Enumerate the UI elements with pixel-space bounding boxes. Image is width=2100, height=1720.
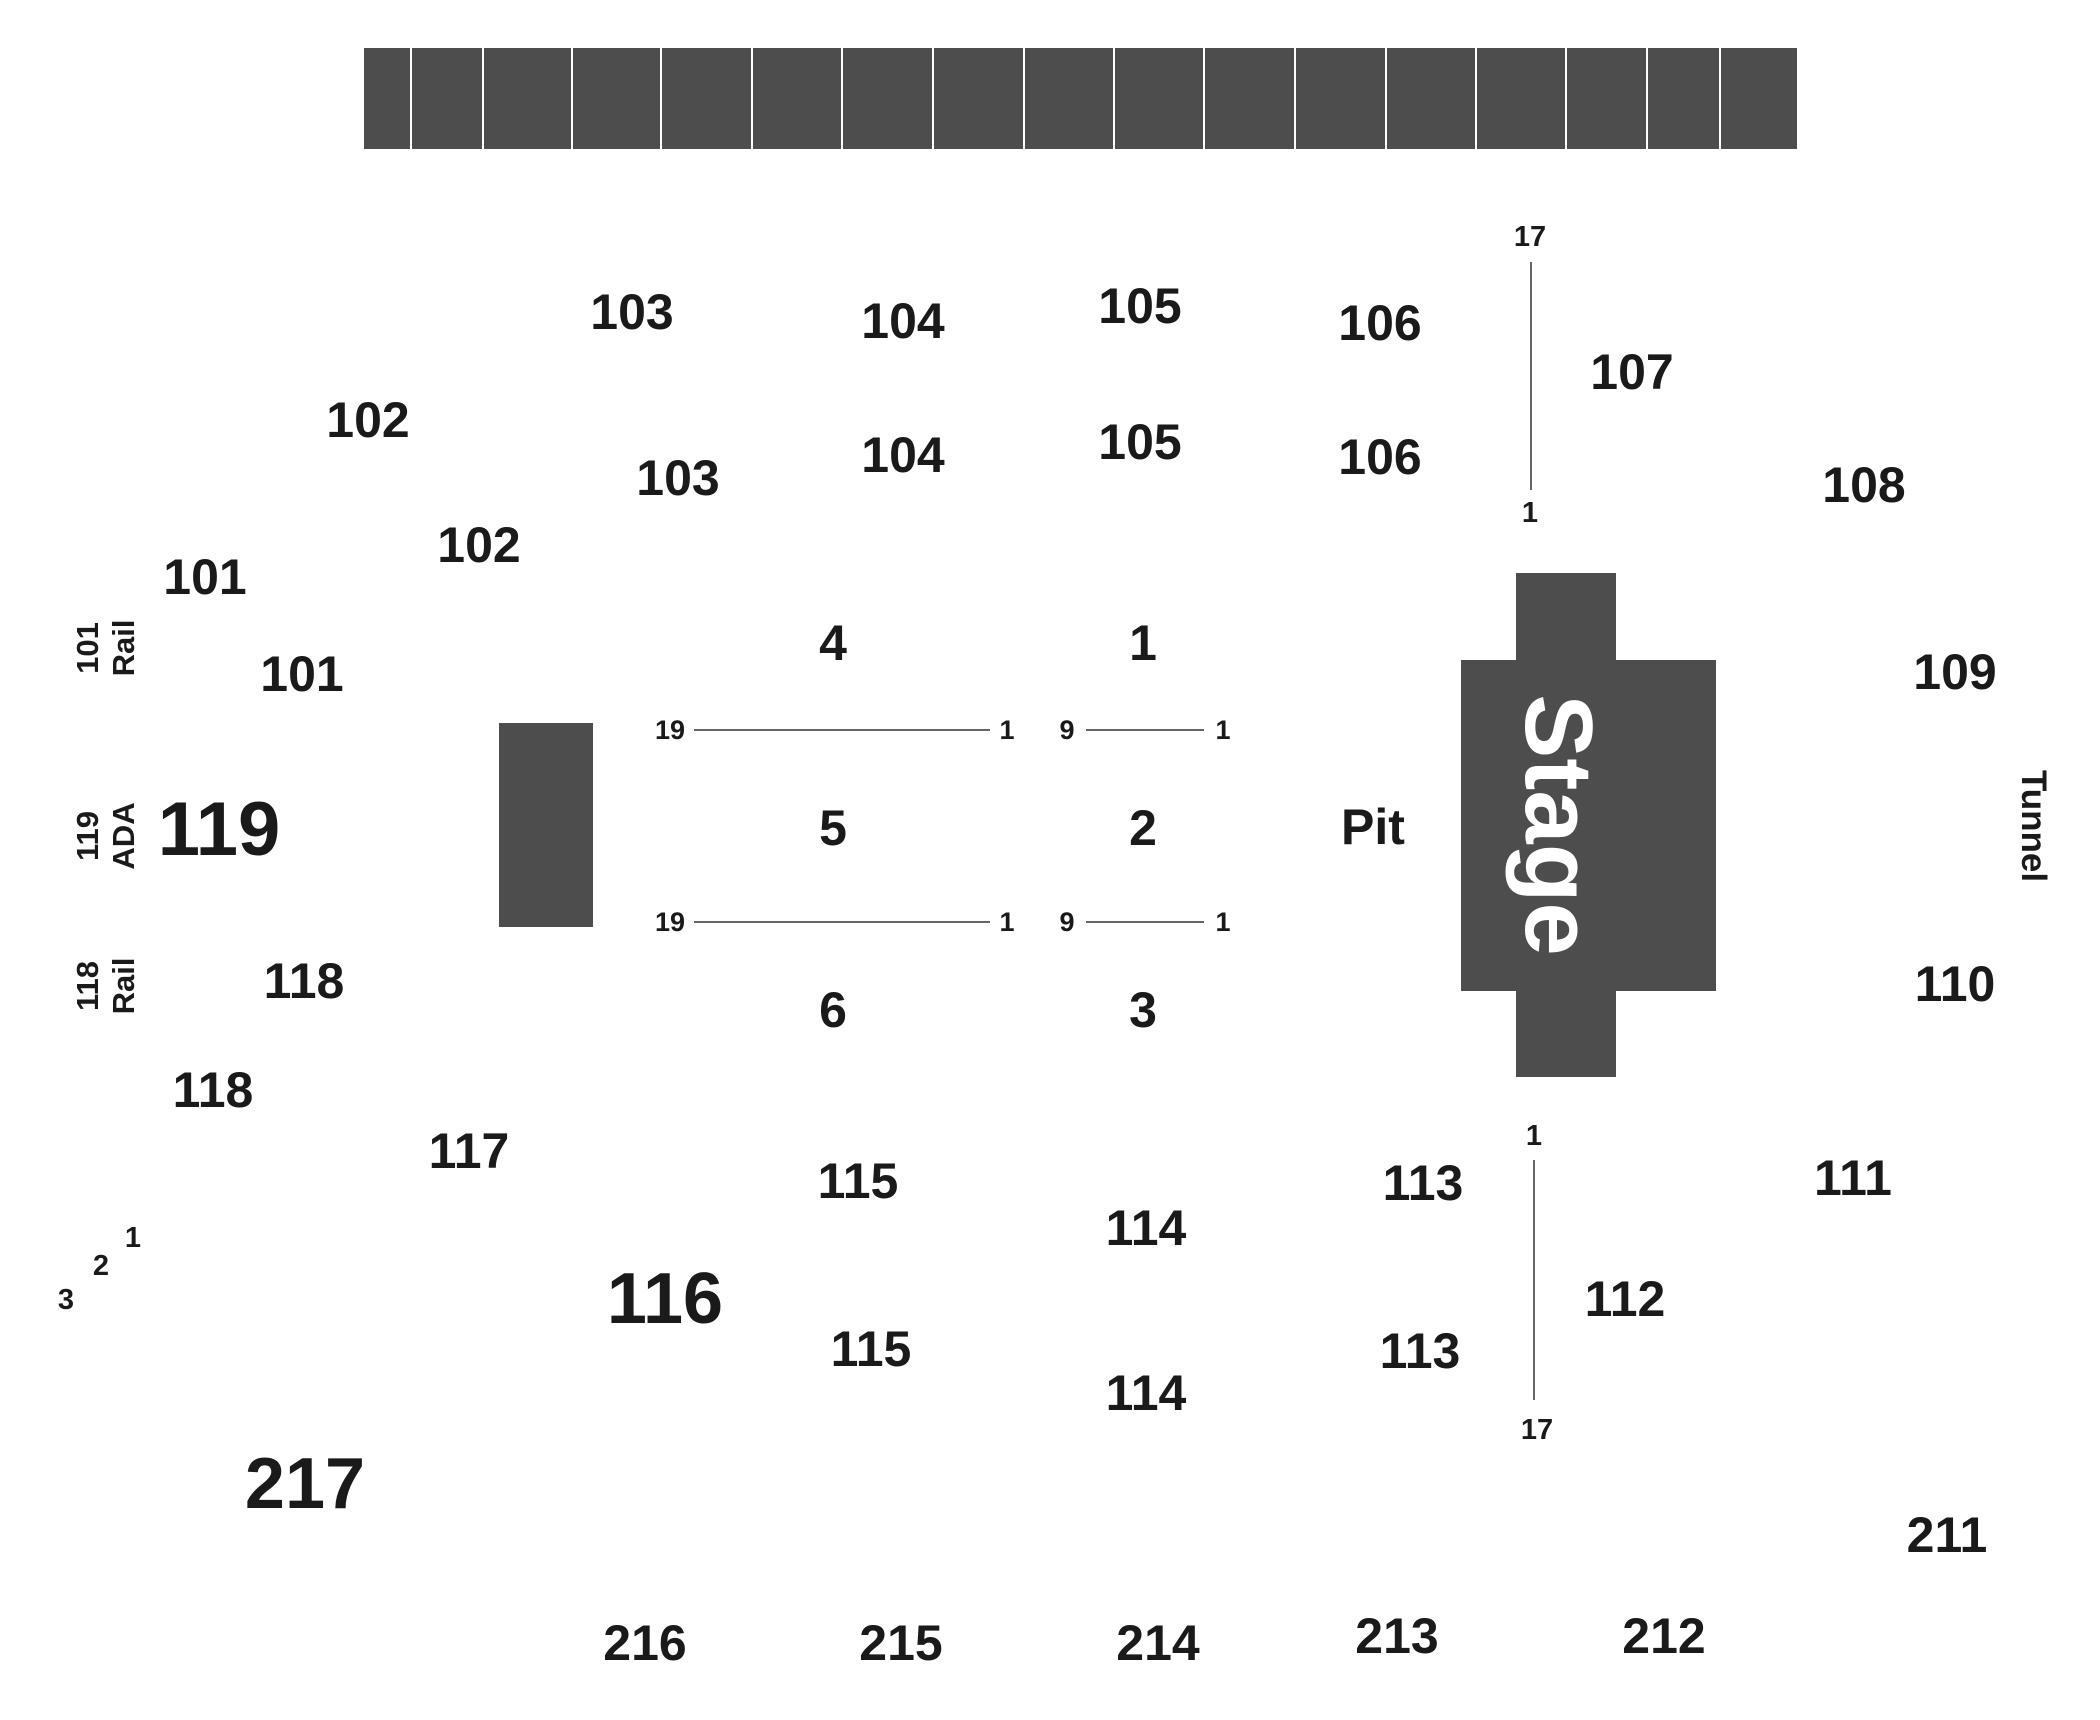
section-104[interactable]: 104 — [861, 427, 945, 483]
section-118[interactable]: 118 — [264, 953, 345, 1009]
top-block[interactable] — [1385, 46, 1477, 151]
side-label-119-ada: 119 ADA — [70, 802, 141, 869]
section-114[interactable]: 114 — [1106, 1365, 1187, 1421]
section-103[interactable]: 103 — [590, 284, 673, 340]
section-112[interactable]: 112 — [1585, 1271, 1666, 1327]
floor-section-3[interactable]: 3 — [1129, 982, 1157, 1038]
stage-shape[interactable] — [1461, 573, 1716, 1077]
corner-row: 1 — [125, 1222, 141, 1254]
row-marker: 1 — [999, 907, 1014, 937]
top-block[interactable] — [1294, 46, 1387, 151]
section-103[interactable]: 103 — [636, 450, 719, 506]
section-101[interactable]: 101 — [163, 549, 246, 605]
section-214[interactable]: 214 — [1116, 1615, 1200, 1671]
pit-label[interactable]: Pit — [1341, 799, 1405, 855]
section-101[interactable]: 101 — [260, 646, 343, 702]
section-107[interactable]: 107 — [1590, 344, 1673, 400]
floor-section-4[interactable]: 4 — [819, 615, 847, 671]
section-109[interactable]: 109 — [1913, 644, 1996, 700]
row-marker: 1 — [1522, 497, 1538, 529]
section-114[interactable]: 114 — [1106, 1200, 1187, 1256]
stage-label: Stage — [1505, 694, 1612, 955]
row-marker: 17 — [1514, 221, 1546, 253]
svg-text:119: 119 — [70, 811, 105, 861]
top-block[interactable] — [932, 46, 1025, 151]
row-marker: 1 — [1526, 1120, 1542, 1152]
section-104[interactable]: 104 — [861, 293, 945, 349]
section-211[interactable]: 211 — [1907, 1507, 1988, 1563]
top-block[interactable] — [1475, 46, 1567, 151]
section-113[interactable]: 113 — [1383, 1155, 1464, 1211]
corner-row: 2 — [93, 1250, 109, 1282]
svg-text:Rail: Rail — [106, 620, 141, 677]
row-marker: 19 — [655, 907, 685, 937]
top-block[interactable] — [1203, 46, 1296, 151]
svg-text:101: 101 — [70, 622, 105, 674]
top-block[interactable] — [362, 46, 412, 151]
section-118[interactable]: 118 — [173, 1062, 254, 1118]
side-label-118-rail: 118 Rail — [70, 958, 141, 1015]
row-marker: 9 — [1059, 715, 1074, 745]
top-block[interactable] — [751, 46, 843, 151]
top-block[interactable] — [1719, 46, 1799, 151]
floor-section-1[interactable]: 1 — [1129, 615, 1157, 671]
floor-section-5[interactable]: 5 — [819, 800, 847, 856]
row-marker: 1 — [999, 715, 1014, 745]
corner-row: 3 — [58, 1284, 74, 1316]
section-111[interactable]: 111 — [1814, 1150, 1892, 1206]
section-116[interactable]: 116 — [607, 1259, 723, 1339]
section-108[interactable]: 108 — [1822, 457, 1905, 513]
section-216[interactable]: 216 — [603, 1615, 686, 1671]
top-block[interactable] — [482, 46, 573, 151]
floor-section-2[interactable]: 2 — [1129, 800, 1157, 856]
section-102[interactable]: 102 — [326, 392, 409, 448]
section-119[interactable]: 119 — [158, 787, 281, 872]
floor-section-6[interactable]: 6 — [819, 982, 847, 1038]
section-217[interactable]: 217 — [245, 1444, 365, 1524]
section-105[interactable]: 105 — [1098, 414, 1181, 470]
top-block[interactable] — [1113, 46, 1205, 151]
row-marker: 1 — [1215, 907, 1230, 937]
top-block[interactable] — [1565, 46, 1648, 151]
top-block[interactable] — [410, 46, 484, 151]
section-117[interactable]: 117 — [429, 1123, 510, 1179]
section-113[interactable]: 113 — [1380, 1323, 1461, 1379]
svg-text:ADA: ADA — [106, 802, 141, 869]
section-102[interactable]: 102 — [437, 517, 520, 573]
row-marker: 9 — [1059, 907, 1074, 937]
section-213[interactable]: 213 — [1355, 1608, 1438, 1664]
row-marker: 19 — [655, 715, 685, 745]
section-212[interactable]: 212 — [1622, 1608, 1705, 1664]
top-block[interactable] — [660, 46, 753, 151]
section-106[interactable]: 106 — [1338, 429, 1421, 485]
side-label-101-rail: 101 Rail — [70, 620, 141, 677]
top-block[interactable] — [571, 46, 662, 151]
section-105[interactable]: 105 — [1098, 278, 1181, 334]
section-110[interactable]: 110 — [1915, 956, 1996, 1012]
section-115[interactable]: 115 — [818, 1153, 899, 1209]
row-marker: 17 — [1521, 1414, 1553, 1446]
svg-text:118: 118 — [70, 961, 105, 1011]
top-block[interactable] — [1646, 46, 1721, 151]
svg-text:Rail: Rail — [106, 958, 141, 1015]
tunnel-label: Tunnel — [2014, 770, 2053, 882]
section-215[interactable]: 215 — [859, 1615, 942, 1671]
section-106[interactable]: 106 — [1338, 295, 1421, 351]
top-block[interactable] — [1023, 46, 1115, 151]
row-marker: 1 — [1215, 715, 1230, 745]
top-block-bar — [362, 46, 1799, 151]
top-block[interactable] — [841, 46, 934, 151]
section-115[interactable]: 115 — [831, 1321, 912, 1377]
control-booth-block — [499, 723, 593, 927]
